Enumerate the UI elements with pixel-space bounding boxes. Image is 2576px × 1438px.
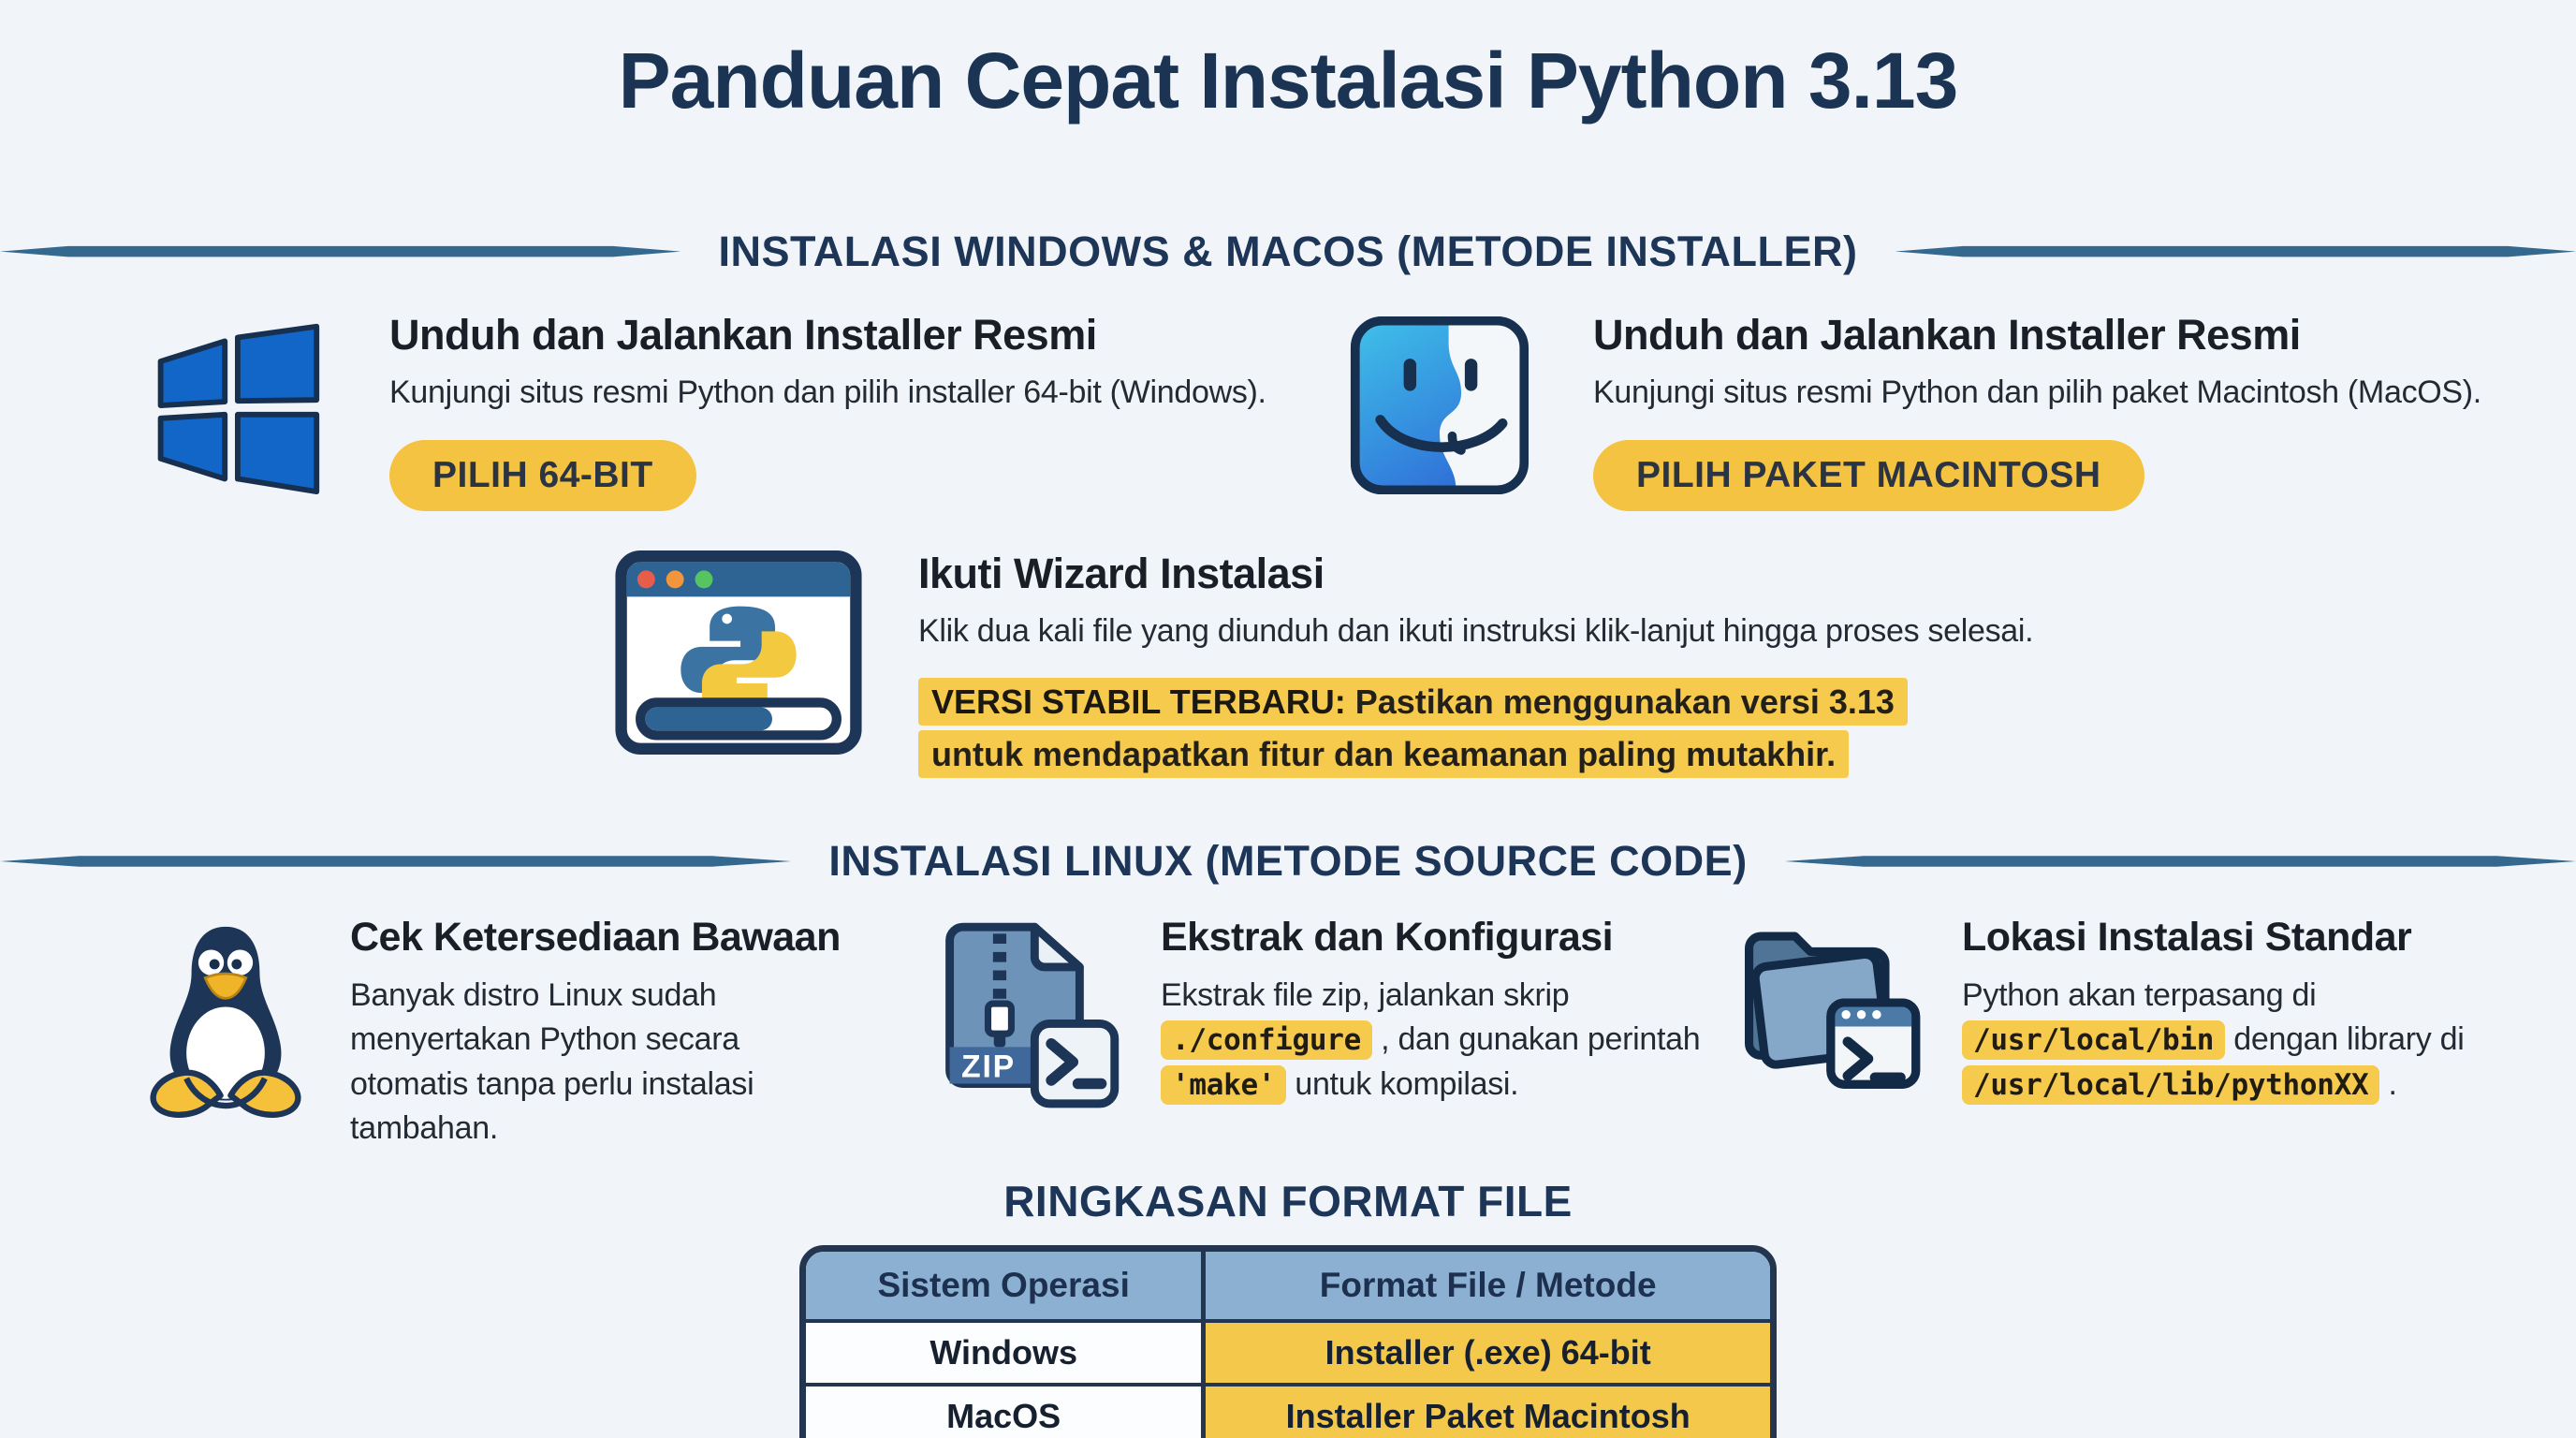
format-cell: Installer Paket Macintosh: [1206, 1382, 1770, 1438]
section-header-linux: INSTALASI LINUX (METODE SOURCE CODE): [0, 837, 2576, 886]
wizard-note: VERSI STABIL TERBARU: Pastikan menggunak…: [918, 676, 1957, 781]
linux-step2-body: Ekstrak file zip, jalankan skrip ./confi…: [1161, 974, 1708, 1108]
format-column-header: Format File / Metode: [1206, 1251, 1770, 1319]
wizard-note-text: Pastikan menggunakan versi 3.13 untuk me…: [931, 682, 1895, 774]
macos-badge: PILIH PAKET MACINTOSH: [1593, 440, 2144, 512]
wizard-text: Ikuti Wizard Instalasi Klik dua kali fil…: [918, 549, 2034, 781]
lib-path: /usr/local/lib/pythonXX: [1962, 1064, 2380, 1105]
linux-step1-body: Banyak distro Linux sudah menyertakan Py…: [350, 976, 754, 1147]
summary-title: RINGKASAN FORMAT FILE: [1003, 1176, 1573, 1225]
tux-penguin-icon: [150, 926, 301, 1118]
linux-row: Cek Ketersediaan Bawaan Banyak distro Li…: [0, 914, 2576, 1152]
svg-text:ZIP: ZIP: [961, 1049, 1016, 1084]
section-title-desktop: INSTALASI WINDOWS & MACOS (METODE INSTAL…: [718, 227, 1858, 275]
windows-body: Kunjungi situs resmi Python dan pilih in…: [389, 374, 1266, 410]
folder-terminal-icon: [1745, 932, 1921, 1089]
os-column-header: Sistem Operasi: [806, 1251, 1207, 1319]
desktop-row: Unduh dan Jalankan Installer Resmi Kunju…: [0, 310, 2576, 512]
zip-file-terminal-icon: ZIP: [945, 922, 1120, 1108]
linux-step-extract-card: ZIP Ekstrak dan Konfigurasi Ekstrak file…: [938, 914, 1735, 1152]
windows-logo-icon: [157, 323, 320, 494]
os-cell: Windows: [806, 1318, 1207, 1383]
linux-step-default-card: Cek Ketersediaan Bawaan Banyak distro Li…: [140, 914, 938, 1152]
divider-line: [1784, 856, 2576, 867]
table-row: MacOS Installer Paket Macintosh: [806, 1382, 1770, 1438]
page-title: Panduan Cepat Instalasi Python 3.13: [618, 37, 1959, 125]
macos-heading: Unduh dan Jalankan Installer Resmi: [1593, 310, 2301, 359]
format-summary-table: Sistem Operasi Format File / Metode Wind…: [799, 1244, 1777, 1438]
divider-line: [0, 856, 792, 867]
finder-icon: [1350, 315, 1530, 494]
wizard-body: Klik dua kali file yang diunduh dan ikut…: [918, 613, 2034, 650]
wizard-note-label: VERSI STABIL TERBARU:: [931, 682, 1346, 722]
wizard-heading: Ikuti Wizard Instalasi: [918, 550, 1325, 598]
configure-command: ./configure: [1161, 1020, 1372, 1061]
macos-body: Kunjungi situs resmi Python dan pilih pa…: [1593, 374, 2481, 410]
windows-card-text: Unduh dan Jalankan Installer Resmi Kunju…: [389, 310, 1266, 512]
format-cell: Installer (.exe) 64-bit: [1206, 1318, 1770, 1383]
bin-path: /usr/local/bin: [1962, 1020, 2226, 1061]
windows-badge: PILIH 64-BIT: [389, 440, 696, 512]
divider-line: [1895, 245, 2576, 257]
section-header-desktop: INSTALASI WINDOWS & MACOS (METODE INSTAL…: [0, 227, 2576, 276]
installer-window-icon: [615, 550, 862, 756]
macos-card-text: Unduh dan Jalankan Installer Resmi Kunju…: [1593, 310, 2481, 512]
make-command: 'make': [1161, 1064, 1287, 1105]
wizard-row: Ikuti Wizard Instalasi Klik dua kali fil…: [0, 549, 2576, 780]
divider-line: [0, 245, 681, 257]
section-title-linux: INSTALASI LINUX (METODE SOURCE CODE): [828, 836, 1748, 885]
linux-step1-text: Cek Ketersediaan Bawaan Banyak distro Li…: [350, 914, 841, 1152]
linux-step3-body: Python akan terpasang di /usr/local/bin …: [1962, 974, 2538, 1108]
macos-card: Unduh dan Jalankan Installer Resmi Kunju…: [1350, 310, 2481, 512]
os-cell: MacOS: [806, 1382, 1207, 1438]
linux-step1-heading: Cek Ketersediaan Bawaan: [350, 914, 841, 960]
linux-step2-text: Ekstrak dan Konfigurasi Ekstrak file zip…: [1161, 914, 1708, 1107]
linux-step3-heading: Lokasi Instalasi Standar: [1962, 914, 2412, 960]
linux-step2-heading: Ekstrak dan Konfigurasi: [1161, 914, 1614, 960]
linux-step-location-card: Lokasi Instalasi Standar Python akan ter…: [1735, 914, 2559, 1152]
windows-heading: Unduh dan Jalankan Installer Resmi: [389, 310, 1097, 359]
windows-card: Unduh dan Jalankan Installer Resmi Kunju…: [142, 310, 1350, 512]
linux-step3-text: Lokasi Instalasi Standar Python akan ter…: [1962, 914, 2538, 1107]
table-header-row: Sistem Operasi Format File / Metode: [806, 1251, 1770, 1319]
table-row: Windows Installer (.exe) 64-bit: [806, 1318, 1770, 1383]
